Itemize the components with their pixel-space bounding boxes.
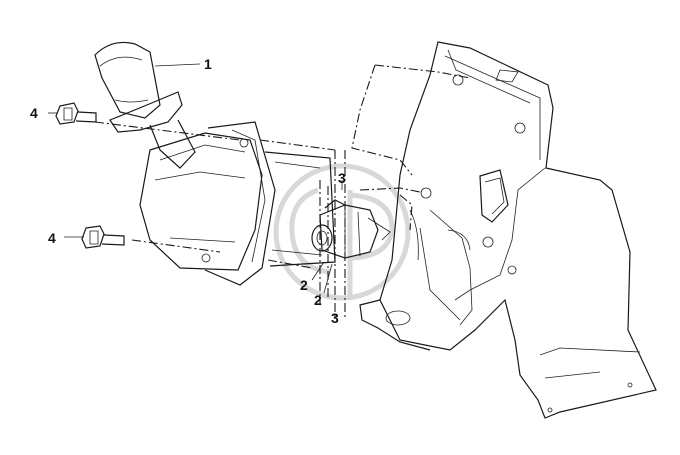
watermark-logo [273,163,411,301]
bolt-upper [55,102,97,125]
callout-4-lower: 4 [48,230,56,246]
callout-3-lower: 3 [331,310,339,326]
callout-4-upper: 4 [30,105,38,121]
hand-lever [94,41,196,169]
callout-1: 1 [204,56,212,72]
callout-3-upper: 3 [338,170,346,186]
callout-2-lower: 2 [314,292,322,308]
callout-2-upper: 2 [300,277,308,293]
mounting-bracket [359,41,657,419]
bolt-lower [81,225,125,249]
assembly-lines [94,64,471,318]
leader-lines [48,63,343,294]
fitting-connector [311,199,391,259]
